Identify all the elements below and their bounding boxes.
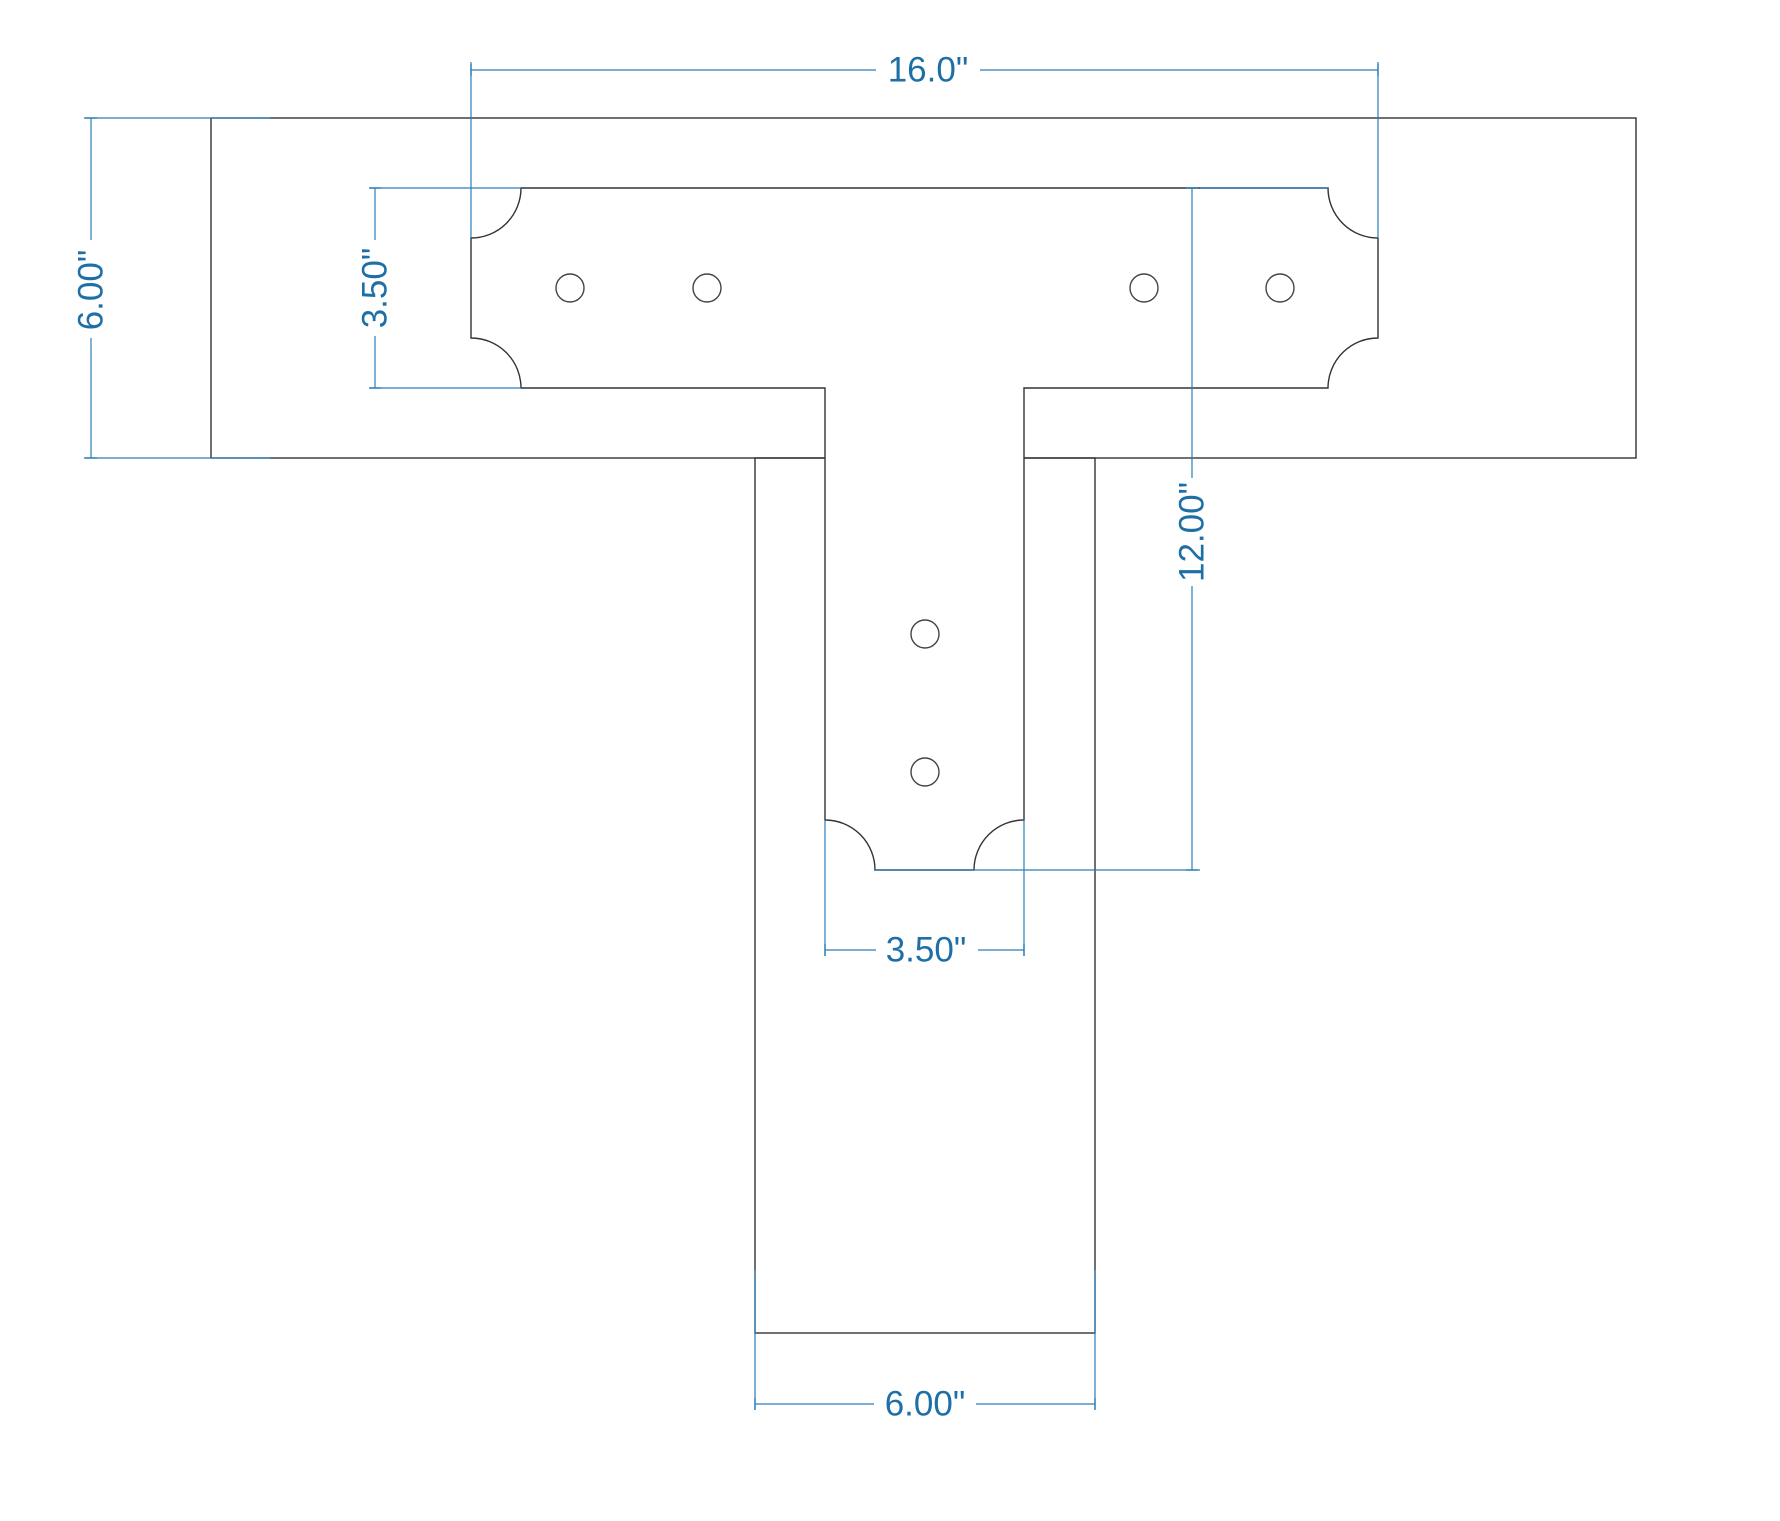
bolt-hole — [692, 273, 722, 303]
dimension-label: 3.50" — [886, 931, 967, 970]
dimension-plate-stem-width: 3.50" — [824, 820, 1025, 970]
dimension-label: 16.0" — [888, 51, 969, 90]
dimension-plate-width: 16.0" — [470, 51, 1379, 238]
bolt-hole — [555, 273, 585, 303]
bolt-hole — [1129, 273, 1159, 303]
dimension-label: 12.00" — [1173, 482, 1212, 582]
bolt-hole — [910, 757, 940, 787]
dimension-plate-arm-height: 3.50" — [356, 187, 521, 389]
bolt-hole — [1265, 273, 1295, 303]
dimension-beam-height: 6.00" — [72, 117, 270, 459]
dimension-post-width: 6.00" — [754, 1270, 1096, 1424]
dimension-label: 6.00" — [885, 1385, 966, 1424]
bolt-hole — [910, 619, 940, 649]
dimension-label: 6.00" — [72, 250, 111, 331]
dimension-plate-stem-length: 12.00" — [875, 187, 1328, 871]
dimension-label: 3.50" — [356, 248, 395, 329]
